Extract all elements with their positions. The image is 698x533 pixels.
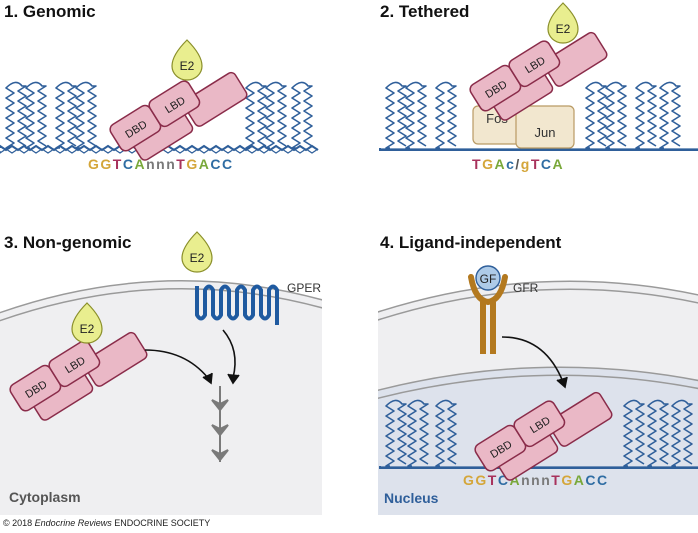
- dna-coil: [435, 81, 457, 149]
- receptor-dimer-panel-2: DBD LBD: [469, 31, 608, 121]
- sequence-base: C: [597, 472, 609, 488]
- sequence-base: G: [482, 156, 494, 172]
- dna-coil: [585, 81, 607, 149]
- dna-coil: [635, 81, 657, 149]
- gf-ligand: GF: [475, 265, 501, 291]
- sequence-base: T: [531, 156, 541, 172]
- sequence-base: G: [475, 472, 487, 488]
- sequence-base: A: [509, 472, 521, 488]
- sequence-base: A: [494, 156, 506, 172]
- sequence-base: G: [100, 156, 112, 172]
- sequence-base: T: [113, 156, 123, 172]
- receptor-dimer-panel-3: DBD LBD: [9, 331, 148, 421]
- sequence-base: G: [463, 472, 475, 488]
- panel-2-title: 2. Tethered: [380, 2, 470, 21]
- sequence-base: G: [561, 472, 573, 488]
- ap1-sequence-panel-2: TGAc/gTCA: [472, 156, 564, 172]
- dna-coil: [623, 399, 645, 467]
- e2-label: E2: [180, 59, 195, 73]
- jun-label: Jun: [535, 125, 556, 140]
- dna-strand-panel-4: [379, 399, 698, 469]
- publisher-name: ENDOCRINE SOCIETY: [114, 518, 211, 528]
- ere-sequence-panel-1: GGTCAnnnTGACC: [88, 156, 234, 172]
- sequence-base: A: [574, 472, 586, 488]
- dna-coil: [435, 399, 457, 467]
- sequence-base: /: [515, 156, 520, 172]
- sequence-base: G: [186, 156, 198, 172]
- dna-coil: [25, 81, 47, 149]
- e2-label: E2: [190, 251, 205, 265]
- dna-coil: [385, 399, 407, 467]
- e2-ligand-panel-3: E2: [181, 231, 213, 273]
- sequence-base: g: [521, 156, 531, 172]
- panel-4-title: 4. Ligand-independent: [380, 233, 562, 252]
- fos-jun-complex: Fos Jun: [472, 105, 575, 149]
- dna-coil: [385, 81, 407, 149]
- e2-ligand-panel-1: E2: [171, 39, 203, 81]
- sequence-base: n: [541, 472, 551, 488]
- dna-strand-panel-2: [379, 81, 698, 151]
- sequence-base: C: [498, 472, 510, 488]
- gfr-receptor: [468, 274, 508, 354]
- dna-coil: [605, 81, 627, 149]
- journal-name: Endocrine Reviews: [34, 518, 112, 528]
- sequence-base: n: [166, 156, 176, 172]
- sequence-base: A: [199, 156, 211, 172]
- e2-ligand-panel-3-cytoplasm: E2: [71, 302, 103, 344]
- copyright-footer: © 2018 Endocrine Reviews ENDOCRINE SOCIE…: [3, 518, 210, 528]
- cytoplasm-label: Cytoplasm: [9, 489, 81, 505]
- sequence-base: C: [222, 156, 234, 172]
- lbd-domain: [148, 80, 201, 128]
- dna-coil: [265, 81, 287, 149]
- dna-coil: [647, 399, 669, 467]
- e2-label: E2: [80, 322, 95, 336]
- sequence-base: T: [472, 156, 482, 172]
- dna-coil: [55, 81, 77, 149]
- sequence-base: C: [210, 156, 222, 172]
- sequence-base: A: [134, 156, 146, 172]
- receptor-dimer-panel-4: DBD LBD: [474, 391, 613, 481]
- nucleus-label: Nucleus: [384, 490, 439, 506]
- jun-protein: [515, 105, 575, 149]
- panel-4-cell: [378, 280, 698, 515]
- dna-coil: [671, 399, 693, 467]
- sequence-base: C: [585, 472, 597, 488]
- sequence-base: A: [553, 156, 565, 172]
- copyright-text: © 2018: [3, 518, 33, 528]
- dna-coil: [5, 81, 27, 149]
- dna-coil: [659, 81, 681, 149]
- gf-label: GF: [480, 272, 497, 286]
- dna-coil: [291, 81, 313, 149]
- sequence-base: T: [176, 156, 186, 172]
- gfr-label: GFR: [513, 281, 539, 295]
- sequence-base: G: [88, 156, 100, 172]
- sequence-base: T: [488, 472, 498, 488]
- panel-3-title: 3. Non-genomic: [4, 233, 132, 252]
- dna-coil: [407, 399, 429, 467]
- sequence-base: n: [146, 156, 156, 172]
- receptor-dimer-panel-1: DBD LBD: [109, 71, 248, 161]
- e2-ligand-panel-2: E2: [547, 2, 579, 44]
- dna-coil: [245, 81, 267, 149]
- sequence-base: c: [506, 156, 515, 172]
- sequence-base: n: [531, 472, 541, 488]
- activation-arrow: [501, 336, 568, 389]
- sequence-base: T: [551, 472, 561, 488]
- sequence-base: C: [123, 156, 135, 172]
- dna-coil: [405, 81, 427, 149]
- e2-label: E2: [556, 22, 571, 36]
- signaling-arrows: [144, 329, 240, 385]
- panel-1-title: 1. Genomic: [4, 2, 96, 21]
- signaling-cascade: [211, 386, 229, 462]
- sequence-base: n: [156, 156, 166, 172]
- dna-coil: [75, 81, 97, 149]
- sequence-base: C: [541, 156, 553, 172]
- gper-label: GPER: [287, 281, 321, 295]
- gper-receptor: [195, 284, 279, 325]
- ere-sequence-panel-4: GGTCAnnnTGACC: [463, 472, 609, 488]
- sequence-base: n: [521, 472, 531, 488]
